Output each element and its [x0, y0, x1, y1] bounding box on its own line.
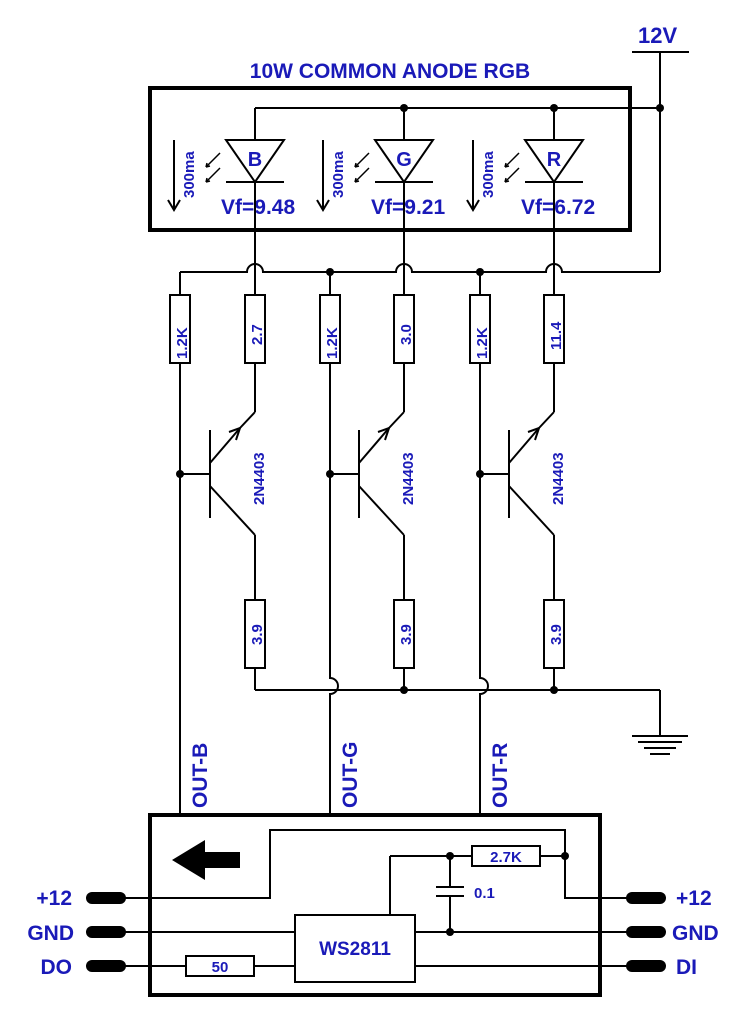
vf-label: Vf=9.21: [371, 196, 445, 219]
base-resistor-g: 1.2K: [319, 294, 341, 364]
current-label: 300ma: [480, 151, 497, 198]
vf-label: Vf=6.72: [521, 196, 595, 219]
transistor-r: 2N4403: [476, 363, 567, 815]
resistor-2-7k: 2.7K: [471, 845, 541, 867]
led-module-box: [148, 86, 632, 232]
capacitor-0-1: 0.1: [436, 856, 495, 932]
supply-bus: [180, 263, 660, 273]
collector-resistor-b: 2.7: [244, 294, 266, 364]
svg-text:3.9: 3.9: [398, 624, 415, 645]
emitter-resistor-b: 3.9: [244, 599, 266, 669]
ws2811-chip: [294, 914, 416, 983]
pin-label-right-gnd: GND: [672, 922, 719, 945]
supply-label: 12V: [638, 23, 677, 48]
svg-text:2.7K: 2.7K: [490, 849, 522, 866]
led-letter: G: [396, 149, 412, 171]
led-green: G 300ma Vf=9.21: [316, 108, 445, 219]
svg-text:2N4403: 2N4403: [400, 452, 417, 505]
arrow-left-icon: [172, 840, 240, 880]
pin-label-left-12v: +12: [36, 887, 72, 910]
svg-text:3.9: 3.9: [249, 624, 266, 645]
pin-label-left-do: DO: [41, 956, 73, 979]
resistor-50: 50: [185, 955, 255, 977]
emitter-resistor-r: 3.9: [543, 599, 565, 669]
collector-resistor-r: 11.4: [543, 294, 565, 364]
svg-text:1.2K: 1.2K: [474, 327, 491, 359]
svg-text:3.0: 3.0: [398, 324, 415, 345]
output-label-b: OUT-B: [189, 743, 212, 808]
svg-text:50: 50: [212, 959, 229, 976]
led-red: R 300ma Vf=6.72: [466, 108, 595, 219]
svg-text:1.2K: 1.2K: [324, 327, 341, 359]
svg-text:2.7: 2.7: [249, 324, 266, 345]
pin-label-left-gnd: GND: [27, 922, 74, 945]
led-letter: R: [547, 149, 562, 171]
output-label-g: OUT-G: [339, 742, 362, 809]
led-module-title: 10W COMMON ANODE RGB: [250, 60, 530, 83]
svg-text:1.2K: 1.2K: [174, 327, 191, 359]
base-resistor-r: 1.2K: [469, 294, 491, 364]
current-label: 300ma: [330, 151, 347, 198]
collector-resistor-g: 3.0: [393, 294, 415, 364]
vf-label: Vf=9.48: [221, 196, 295, 219]
emitter-resistor-g: 3.9: [393, 599, 415, 669]
svg-text:0.1: 0.1: [474, 885, 495, 902]
svg-text:2N4403: 2N4403: [550, 452, 567, 505]
controller-box: [148, 813, 602, 997]
base-resistor-b: 1.2K: [169, 294, 191, 364]
transistor-b: 2N4403: [176, 363, 268, 815]
svg-text:3.9: 3.9: [548, 624, 565, 645]
led-blue: B 300ma Vf=9.48: [167, 108, 295, 219]
output-label-r: OUT-R: [489, 743, 512, 808]
transistor-g: 2N4403: [326, 363, 417, 815]
current-label: 300ma: [181, 151, 198, 198]
chip-label: WS2811: [319, 939, 391, 960]
ground-symbol: [632, 690, 688, 755]
pin-label-right-12v: +12: [676, 887, 712, 910]
svg-text:2N4403: 2N4403: [251, 452, 268, 505]
pin-label-right-di: DI: [676, 956, 697, 979]
svg-text:11.4: 11.4: [548, 321, 565, 350]
led-letter: B: [248, 149, 262, 171]
